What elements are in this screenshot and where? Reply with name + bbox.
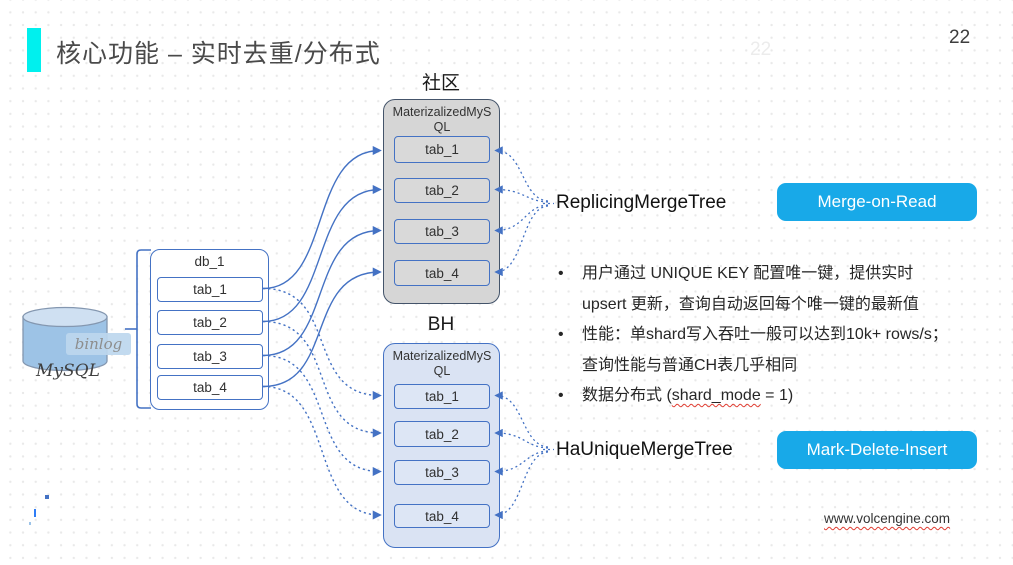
db-tab-3: tab_3 xyxy=(157,344,263,369)
mysql-label: MySQL xyxy=(36,361,100,381)
community-engine-label: ReplicingMergeTree xyxy=(556,192,727,213)
merge-on-read-badge: Merge-on-Read xyxy=(777,183,977,221)
bh-tab-4: tab_4 xyxy=(394,504,490,528)
feature-bullet-list: 用户通过 UNIQUE KEY 配置唯一键，提供实时 upsert 更新，查询自… xyxy=(556,259,986,412)
engine-to-community-arrows xyxy=(494,146,554,277)
community-tab-3: tab_3 xyxy=(394,219,490,244)
bh-tab-1: tab_1 xyxy=(394,384,490,409)
db-box: db_1 tab_1 tab_2 tab_3 tab_4 xyxy=(150,249,269,410)
bh-tab-2: tab_2 xyxy=(394,421,490,447)
binlog-label: binlog xyxy=(66,333,131,355)
stray-mark-square xyxy=(45,495,49,499)
community-box-label: MaterizalizedMySQL xyxy=(392,105,492,134)
bullet-3: 数据分布式 (shard_mode = 1) xyxy=(556,381,986,412)
engine-to-bh-arrows xyxy=(494,391,554,520)
bullet-3-prefix: 数据分布式 ( xyxy=(582,387,672,404)
db-to-community-arrows xyxy=(262,145,382,388)
bullet-1-line-1: 用户通过 UNIQUE KEY 配置唯一键，提供实时 xyxy=(556,259,986,290)
bh-tab-3: tab_3 xyxy=(394,460,490,485)
bullet-2-line-1: 性能：单shard写入吞吐一般可以达到10k+ rows/s； xyxy=(556,320,986,351)
bullet-2-line-2: 查询性能与普通CH表几乎相同 xyxy=(582,356,798,374)
binlog-bracket xyxy=(125,249,151,409)
db-tab-2: tab_2 xyxy=(157,310,263,335)
page-number-ghost: 22 xyxy=(750,39,772,60)
community-box: MaterizalizedMySQL tab_1 tab_2 tab_3 tab… xyxy=(383,99,500,304)
page-number: 22 xyxy=(949,27,971,48)
stray-mark-dash xyxy=(34,509,36,517)
bullet-3-code: shard_mode xyxy=(671,387,761,404)
db-to-bh-arrows xyxy=(262,287,382,520)
db-box-title: db_1 xyxy=(194,254,225,269)
mark-delete-insert-badge: Mark-Delete-Insert xyxy=(777,431,977,469)
community-tab-2: tab_2 xyxy=(394,178,490,203)
community-tab-4: tab_4 xyxy=(394,260,490,286)
community-caption: 社区 xyxy=(421,73,460,94)
bh-box: MaterizalizedMySQL tab_1 tab_2 tab_3 tab… xyxy=(383,343,500,548)
stray-mark-dot xyxy=(29,522,31,525)
bullet-1-line-2: upsert 更新，查询自动返回每个唯一键的最新值 xyxy=(582,295,919,313)
bh-engine-label: HaUniqueMergeTree xyxy=(556,439,733,460)
community-tab-1: tab_1 xyxy=(394,136,490,163)
db-tab-1: tab_1 xyxy=(157,277,263,302)
footer-url-link[interactable]: www.volcengine.com xyxy=(824,511,951,526)
bh-caption: BH xyxy=(427,314,455,335)
bh-box-label: MaterizalizedMySQL xyxy=(392,349,492,378)
title-accent-bar xyxy=(27,28,41,72)
db-tab-4: tab_4 xyxy=(157,375,263,400)
bullet-3-suffix: = 1) xyxy=(760,387,794,404)
page-title: 核心功能 – 实时去重/分布式 xyxy=(56,40,381,68)
